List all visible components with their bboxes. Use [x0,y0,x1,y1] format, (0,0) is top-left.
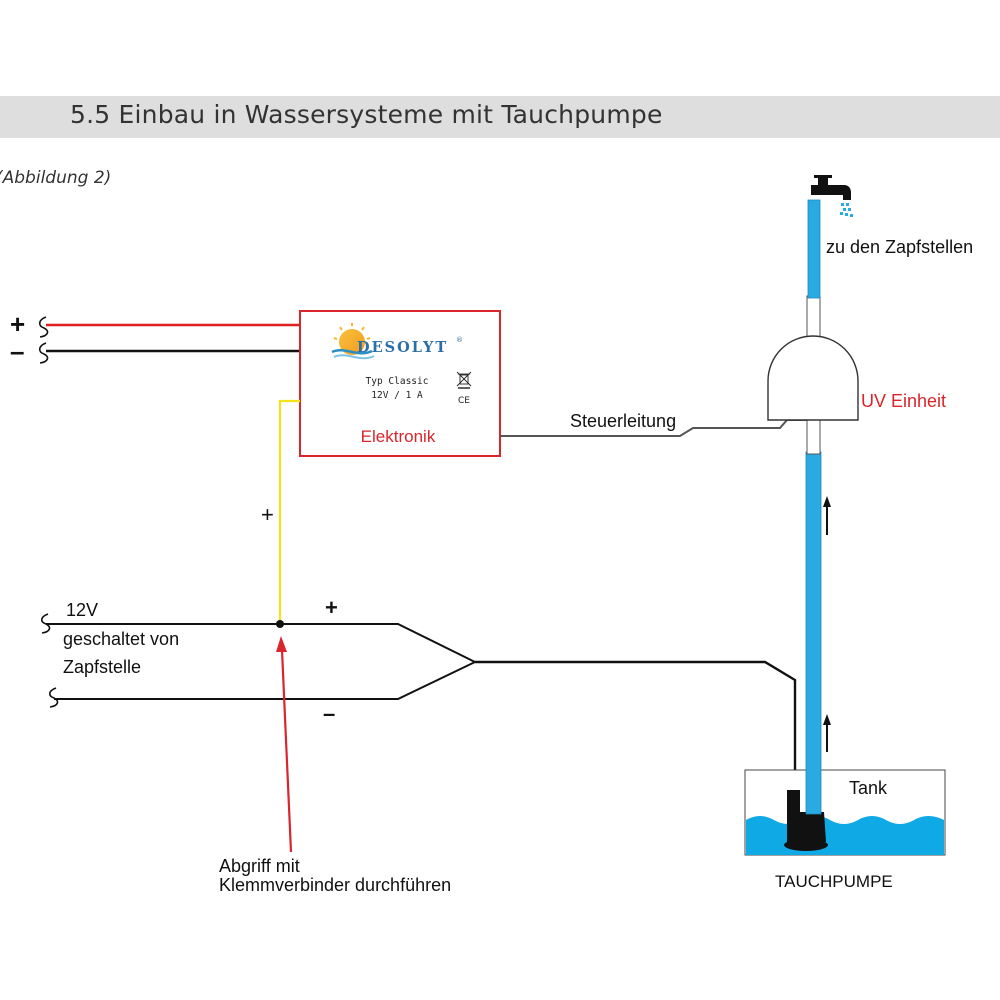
uv-unit [767,335,859,421]
submersible-pump [784,790,828,851]
tap-note-line2: Klemmverbinder durchführen [219,875,451,895]
connector-minus-symbol [38,342,49,364]
flow-arrow-lower [823,714,831,752]
switched-minus-wire [54,661,476,700]
controller-type: Typ Classic [366,376,429,387]
controller-box [299,310,501,457]
tap-pointer-arrowhead [276,636,287,652]
tap-note-line1: Abgriff mit [219,856,300,876]
switched-plus-wire [46,623,476,663]
brand-mark: ® [456,336,463,344]
switched-source-line2: Zapfstelle [63,657,141,677]
junction-dot [276,620,284,628]
pump-cable [475,660,797,812]
section-header-bar [0,96,1000,138]
faucet-icon [811,175,851,200]
supply-minus-label: – [10,336,24,366]
switched-source-line1: geschaltet von [63,629,179,649]
switched-plus-tap-wire [278,399,300,624]
tap-wire-plus-label: + [261,502,274,527]
connector-plus-symbol [38,316,49,338]
pump-label: TAUCHPUMPE [775,872,893,891]
brand-name: DESOLYT [357,339,448,356]
uv-unit-label: UV Einheit [861,391,946,411]
controller-label: Elektronik [361,427,436,446]
desolyt-logo [331,323,375,360]
tank-label: Tank [849,778,888,798]
section-title: 5.5 Einbau in Wassersysteme mit Tauchpum… [70,100,663,129]
figure-caption: (Abbildung 2) [0,168,112,188]
flow-arrow-upper [823,496,831,535]
pipe-lower [805,451,822,815]
control-cable-label: Steuerleitung [570,411,676,431]
weee-bin-icon [456,371,472,389]
ce-mark: CE [458,396,470,406]
tap-pointer-arrow [280,649,293,853]
switched-minus-label: – [323,701,335,726]
supply-plus-label: + [10,309,25,339]
switched-12v-label: 12V [66,600,98,620]
controller-spec: 12V / 1 A [371,390,423,401]
water-spray-icon [840,203,853,217]
uv-inlet-fitting [806,295,821,340]
pipe-upper [807,199,821,299]
switched-plus-label: + [325,595,338,620]
to-taps-label: zu den Zapfstellen [826,237,973,257]
uv-outlet-fitting [806,419,821,455]
connector-switched-minus [48,687,59,708]
